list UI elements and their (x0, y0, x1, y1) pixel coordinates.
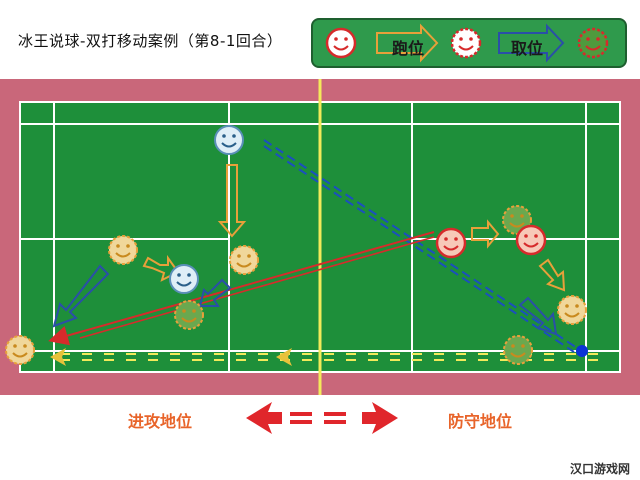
midline-arrow-left-icon (276, 348, 292, 366)
site-watermark: 汉口游戏网 (569, 462, 630, 476)
attack-position-label: 进攻地位 (128, 412, 193, 431)
green-player-left-smiley-icon (174, 300, 204, 330)
legend-dashed-red-smiley-icon (450, 27, 482, 59)
legend-take-arrow-icon (498, 23, 565, 63)
legend-run-label: 跑位 (392, 39, 425, 58)
run-arrow-diag-icon (538, 258, 566, 292)
attack-defense-double-arrow-icon (246, 402, 398, 434)
take-arrow-white-icon (198, 278, 232, 307)
legend-take-label: 取位 (511, 39, 544, 58)
white-player-mid-smiley-icon (169, 264, 199, 294)
diagram-title: 冰王说球-双打移动案例（第8-1回合） (18, 32, 283, 50)
yellow-player-far-right-smiley-icon (557, 295, 587, 325)
run-arrow-down-icon (217, 164, 247, 238)
baseline-arrow-left-icon (50, 348, 66, 366)
run-arrow-right-icon (471, 219, 500, 249)
legend-graphics (325, 23, 609, 63)
take-arrows (52, 264, 558, 336)
run-arrows (142, 164, 566, 292)
legend-dashed-green-smiley-icon (577, 27, 609, 59)
take-arrow-right-icon (518, 296, 558, 336)
yellow-player-baseline-smiley-icon (5, 335, 35, 365)
shuttle-landing-point (576, 345, 588, 357)
defense-position-label: 防守地位 (448, 412, 513, 431)
white-player-top-smiley-icon (214, 125, 244, 155)
red-attack-shot (48, 231, 435, 346)
take-arrow-downleft-icon (52, 264, 110, 328)
blue-shuttle-path (263, 139, 581, 353)
legend-run-arrow-icon (376, 23, 439, 63)
red-player-back-smiley-icon (515, 224, 547, 256)
legend-solid-red-smiley-icon (325, 27, 357, 59)
yellow-player-right-smiley-icon (229, 245, 259, 275)
legend-panel: 跑位 取位 (311, 18, 627, 68)
green-player-bottom-right-smiley-icon (503, 335, 533, 365)
yellow-player-left-smiley-icon (108, 235, 138, 265)
red-player-front-smiley-icon (435, 227, 467, 259)
